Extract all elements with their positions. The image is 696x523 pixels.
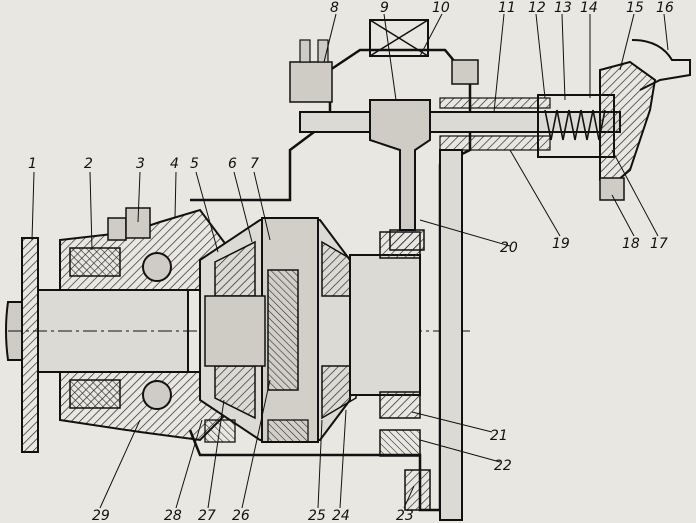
- callout-11: 11: [498, 0, 516, 16]
- callout-21: 21: [490, 428, 508, 444]
- callout-2: 2: [84, 156, 93, 172]
- callout-12: 12: [528, 0, 546, 16]
- leader-lines: [31, 13, 669, 509]
- callout-19: 19: [552, 236, 570, 252]
- callout-8: 8: [330, 0, 339, 16]
- callout-20: 20: [500, 240, 518, 256]
- callout-16: 16: [656, 0, 674, 16]
- callout-24: 24: [332, 508, 350, 523]
- callout-10: 10: [432, 0, 450, 16]
- callout-22: 22: [494, 458, 512, 474]
- callout-26: 26: [232, 508, 250, 523]
- callout-1: 1: [28, 156, 37, 172]
- callout-3: 3: [136, 156, 145, 172]
- callout-28: 28: [164, 508, 182, 523]
- callout-29: 29: [92, 508, 110, 523]
- callout-27: 27: [198, 508, 216, 523]
- callout-18: 18: [622, 236, 640, 252]
- callout-4: 4: [170, 156, 179, 172]
- differential-gears: [199, 217, 357, 443]
- callout-5: 5: [190, 156, 199, 172]
- callout-13: 13: [554, 0, 572, 16]
- callout-15: 15: [626, 0, 644, 16]
- output-hub: [349, 231, 421, 457]
- callout-14: 14: [580, 0, 598, 16]
- bearing-housing: [59, 208, 232, 442]
- callout-6: 6: [228, 156, 237, 172]
- callout-7: 7: [250, 156, 259, 172]
- callout-9: 9: [380, 0, 389, 16]
- callout-labels: 1 2 3 4 5 6 7 8 9 10 11 12 13 14 15 16 1…: [28, 0, 674, 523]
- callout-23: 23: [396, 508, 414, 523]
- callout-25: 25: [308, 508, 326, 523]
- callout-17: 17: [650, 236, 668, 252]
